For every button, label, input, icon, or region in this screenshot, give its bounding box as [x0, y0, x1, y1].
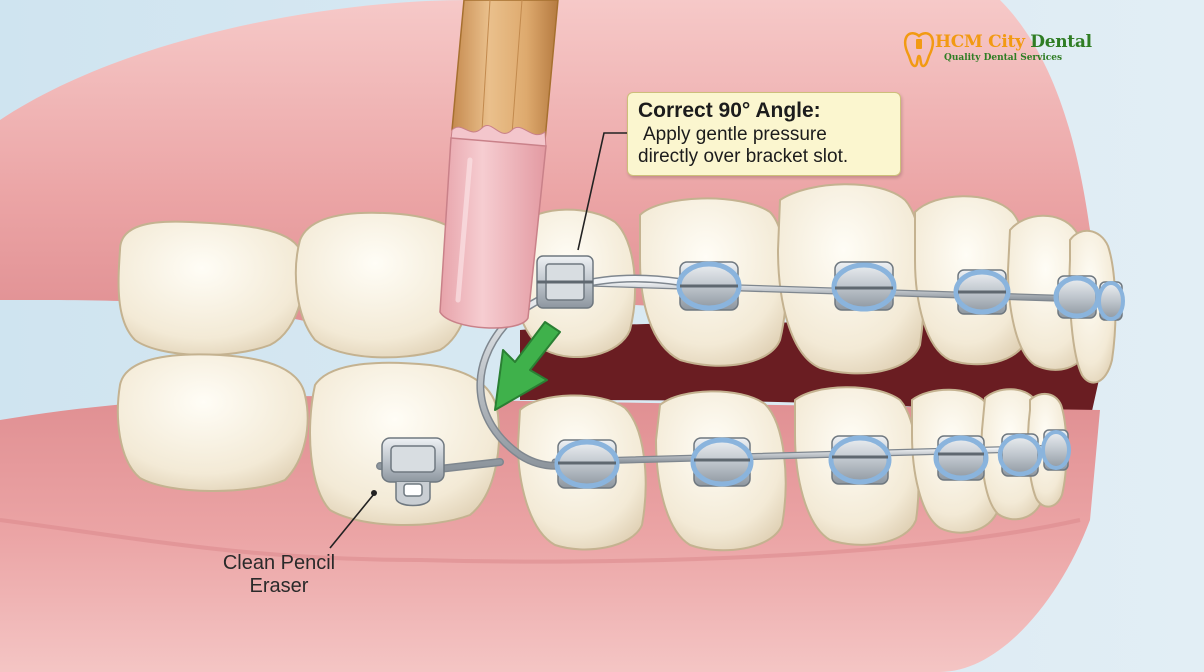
eraser-label: Clean Pencil Eraser	[205, 552, 353, 598]
bracket-upper-5	[1053, 275, 1101, 319]
pencil-wood	[451, 0, 559, 141]
pencil	[439, 0, 559, 329]
lower-teeth	[116, 353, 1068, 552]
lower-brackets	[381, 429, 1071, 507]
clinic-logo: HCM City Dental Quality Dental Services	[902, 30, 1092, 70]
bracket-lower-4	[933, 435, 989, 481]
logo-name: HCM City Dental	[935, 32, 1092, 52]
upper-molar-1	[117, 220, 305, 356]
eraser-label-line-2: Eraser	[249, 575, 309, 597]
callout-line-2: directly over bracket slot.	[638, 146, 849, 167]
bracket-lower-3	[828, 435, 892, 485]
logo-name-part-2: Dental	[1030, 32, 1092, 52]
callout-leader-line	[577, 132, 628, 251]
bracket-lower-6	[1041, 429, 1071, 471]
lower-molar-1	[116, 353, 309, 492]
bracket-lower-2	[690, 437, 754, 487]
logo-tagline: Quality Dental Services	[944, 53, 1063, 63]
bracket-upper-4	[953, 269, 1011, 315]
angle-callout: Correct 90° Angle: Apply gentle pressure…	[627, 92, 901, 176]
bracket-upper-3	[831, 261, 897, 312]
bracket-upper-6	[1097, 281, 1125, 321]
molar-tube	[381, 437, 445, 507]
tooth-logo-icon	[903, 32, 935, 68]
logo-name-part-1: HCM City	[935, 32, 1025, 52]
callout-body: Apply gentle pressure directly over brac…	[638, 124, 890, 168]
bracket-upper-1	[536, 255, 594, 309]
callout-line-1: Apply gentle pressure	[643, 124, 827, 145]
eraser-label-line-1: Clean Pencil	[222, 552, 336, 574]
pencil-ferrule-edge	[450, 125, 547, 149]
eraser-leader-line	[329, 493, 375, 549]
bracket-upper-2	[676, 261, 742, 311]
bracket-lower-5	[997, 433, 1043, 477]
upper-brackets	[536, 255, 1125, 321]
bracket-lower-1	[554, 439, 620, 489]
callout-title: Correct 90° Angle:	[638, 99, 821, 122]
pressure-arrow	[494, 321, 561, 411]
